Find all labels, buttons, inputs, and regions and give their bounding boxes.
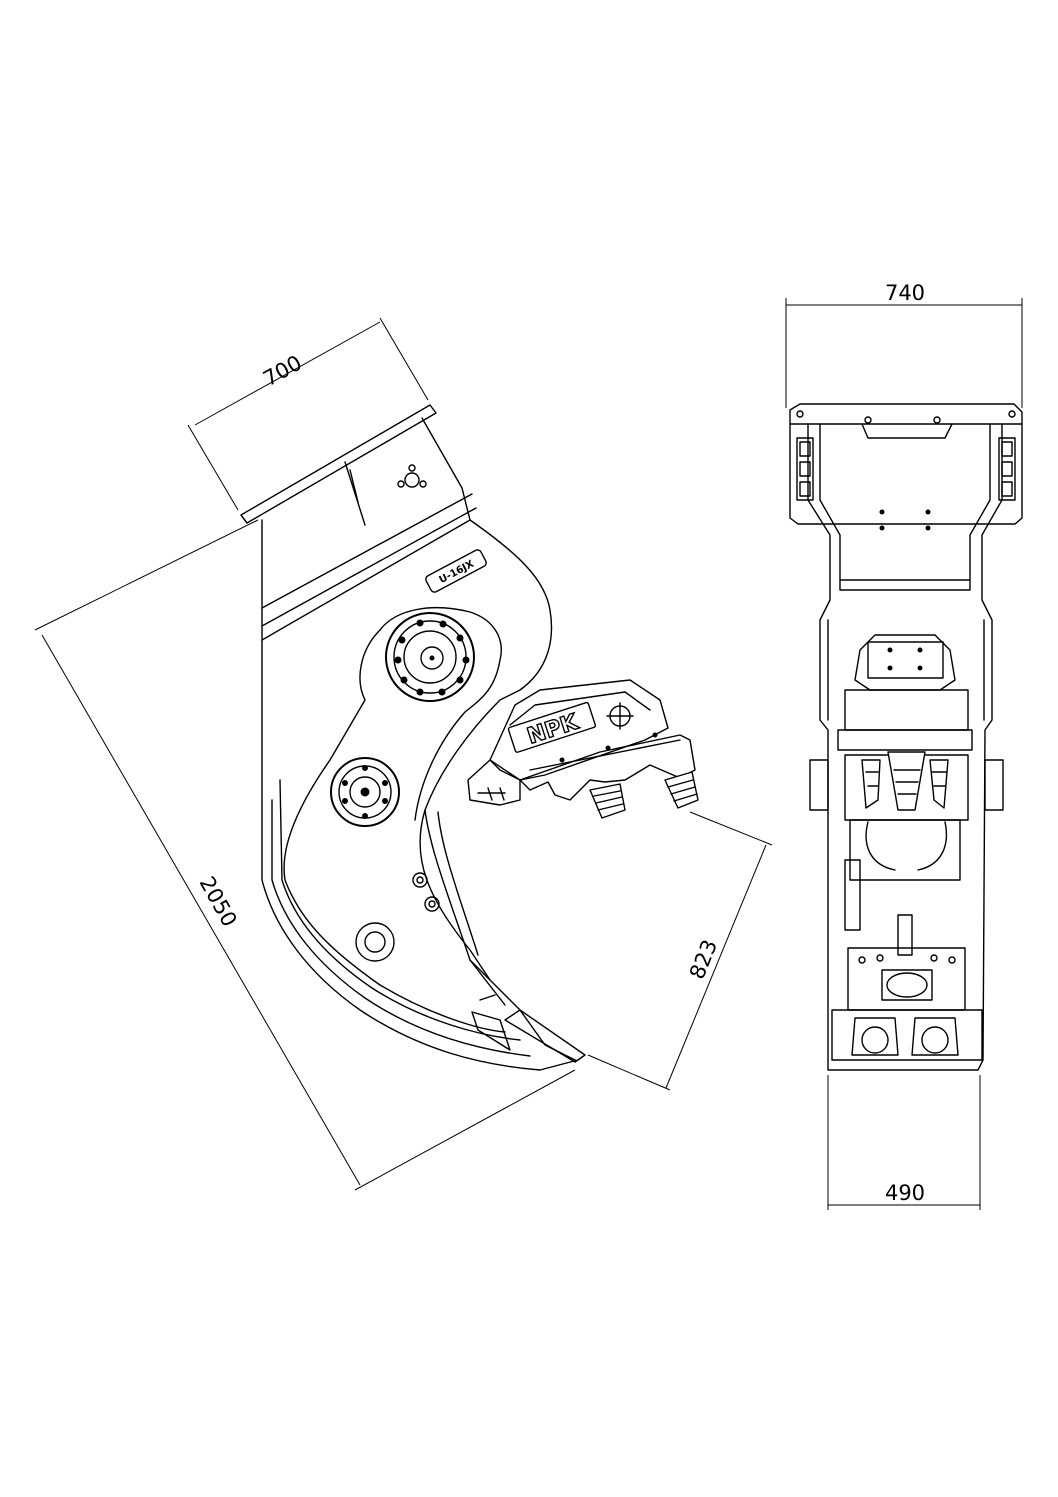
dimension-side-length-label: 2050 <box>195 872 242 930</box>
fixed-jaw-body <box>261 519 579 1071</box>
upper-bracket <box>261 417 477 641</box>
fixed-jaw-blade <box>424 809 586 1063</box>
front-side-pins <box>809 759 1004 811</box>
dimension-jaw-opening: 823 <box>587 811 773 1091</box>
lower-pin <box>355 922 395 962</box>
npk-logo-text: NPK <box>524 710 582 750</box>
movable-jaw: NPK <box>467 679 699 819</box>
front-top-plate <box>789 403 1023 525</box>
front-frame <box>807 423 1003 1071</box>
dimension-front-width: 740 <box>785 281 1023 408</box>
dimension-front-width-label: 740 <box>885 281 925 305</box>
front-cylinder-head <box>837 634 973 751</box>
model-plate: U-16JX <box>425 549 487 593</box>
front-view: 740 490 <box>785 281 1023 1210</box>
front-lower-body <box>831 819 983 1061</box>
front-jaw-teeth <box>844 751 969 821</box>
target-icon <box>606 702 634 730</box>
mounting-plate <box>240 404 437 524</box>
side-view: U-16JX <box>34 317 773 1191</box>
lifting-eye-icon <box>404 472 420 488</box>
hydraulic-fittings <box>796 437 1016 501</box>
grease-fittings <box>412 872 440 912</box>
main-pivot <box>385 612 475 702</box>
npk-logo: NPK <box>507 701 597 753</box>
jaw-tooth <box>664 771 699 809</box>
dimension-jaw-opening-label: 823 <box>685 936 722 982</box>
cylinder-pivot <box>330 757 400 827</box>
dimension-front-jaw-width-label: 490 <box>885 1181 925 1205</box>
dimension-side-length: 2050 <box>34 519 576 1191</box>
dimension-side-width: 700 <box>187 317 429 511</box>
dimension-front-jaw-width: 490 <box>827 1075 981 1210</box>
